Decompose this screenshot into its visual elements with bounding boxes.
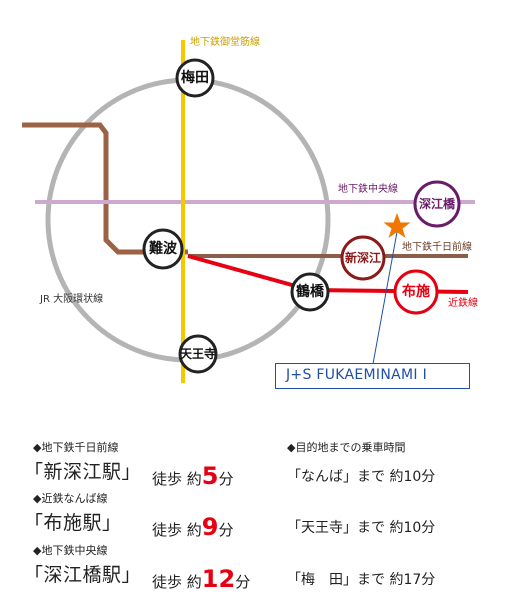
- star-icon: [383, 213, 411, 238]
- walk-minutes: 12: [201, 565, 236, 593]
- station-namba: 難波: [142, 228, 184, 270]
- access-walk-3: 徒歩 約12分: [152, 565, 250, 593]
- access-line-1: ◆地下鉄千日前線: [33, 441, 119, 454]
- ride-tennoji: 「天王寺」まで 約10分: [287, 520, 436, 536]
- chuo-label: 地下鉄中央線: [338, 182, 398, 195]
- access-station-3: 「深江橋駅」: [24, 564, 142, 586]
- station-fukaebashi: 深江橋: [413, 180, 461, 228]
- jr-loop-label: JR 大阪環状線: [39, 292, 103, 305]
- walk-prefix: 徒歩 約: [152, 521, 202, 539]
- property-callout: J+S FUKAEMINAMI Ⅰ: [275, 363, 470, 389]
- svg-text:鶴橋: 鶴橋: [296, 283, 325, 300]
- svg-text:梅田: 梅田: [181, 69, 209, 86]
- midosuji-label: 地下鉄御堂筋線: [190, 35, 260, 48]
- svg-text:天王寺: 天王寺: [180, 346, 216, 361]
- walk-prefix: 徒歩 約: [152, 470, 202, 488]
- ride-namba: 「なんば」まで 約10分: [287, 469, 436, 485]
- walk-unit: 分: [218, 470, 234, 488]
- route-map: 地下鉄御堂筋線 地下鉄中央線 地下鉄千日前線 近鉄線 JR 大阪環状線 梅田 難…: [22, 35, 478, 383]
- access-station-2: 「布施駅」: [24, 512, 122, 534]
- callout-pointer: [372, 231, 398, 365]
- sennichimae-label: 地下鉄千日前線: [402, 240, 472, 253]
- walk-unit: 分: [235, 573, 251, 591]
- walk-unit: 分: [218, 521, 234, 539]
- walk-minutes: 5: [201, 462, 219, 490]
- walk-minutes: 9: [201, 513, 219, 541]
- svg-text:新深江: 新深江: [345, 250, 381, 265]
- access-line-3: ◆地下鉄中央線: [33, 544, 108, 557]
- walk-prefix: 徒歩 約: [152, 573, 202, 591]
- access-walk-2: 徒歩 約9分: [152, 513, 234, 541]
- access-walk-1: 徒歩 約5分: [152, 462, 234, 490]
- access-line-2: ◆近鉄なんば線: [33, 492, 108, 505]
- svg-text:深江橋: 深江橋: [419, 196, 456, 211]
- station-tsuruhashi: 鶴橋: [290, 272, 330, 312]
- ride-heading: ◆目的地までの乗車時間: [287, 441, 406, 454]
- kintetsu-label: 近鉄線: [448, 296, 478, 309]
- ride-umeda: 「梅 田」まで 約17分: [287, 572, 436, 588]
- access-station-1: 「新深江駅」: [24, 461, 142, 483]
- station-shinfukae: 新深江: [340, 235, 386, 281]
- station-fuse: 布施: [393, 269, 439, 315]
- jr-branch-line: [22, 122, 188, 255]
- station-tennoji: 天王寺: [178, 334, 218, 374]
- jr-loop-line: [45, 77, 331, 363]
- station-umeda: 梅田: [175, 58, 215, 98]
- svg-text:布施: 布施: [402, 283, 430, 300]
- svg-text:難波: 難波: [149, 240, 178, 257]
